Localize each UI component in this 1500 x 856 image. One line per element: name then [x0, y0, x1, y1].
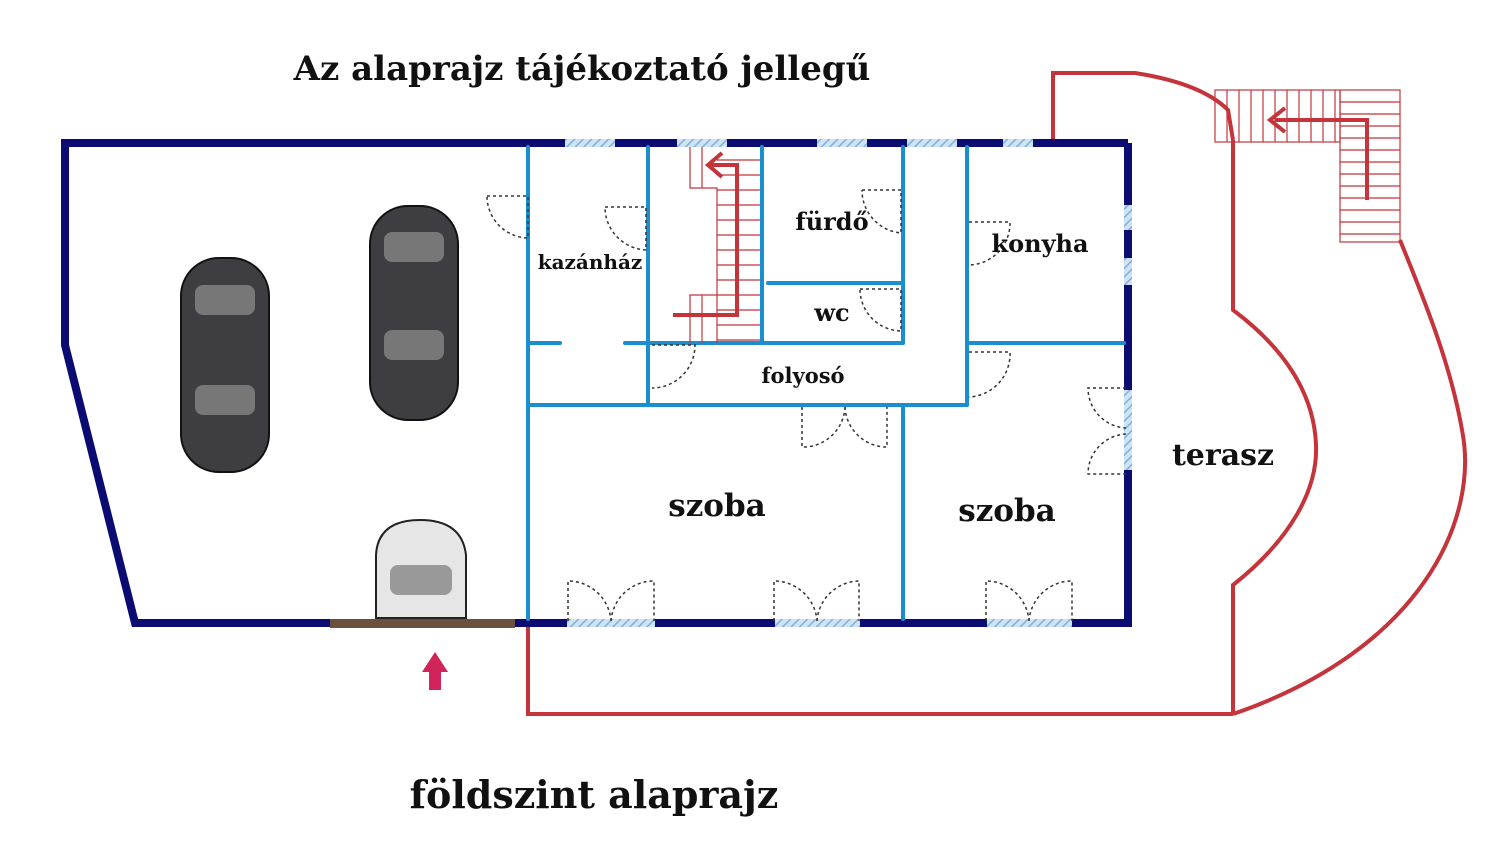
room-label-szoba: szoba: [668, 488, 766, 524]
room-label-terasz: terasz: [1172, 438, 1274, 473]
entry-arrow-icon[interactable]: [422, 652, 448, 690]
room-label-furdo: fürdő: [795, 207, 868, 236]
stairs-arrow-icon: [1275, 118, 1369, 200]
inner-walls: [526, 145, 1126, 621]
room-label-folyoso: folyosó: [761, 363, 844, 388]
arrowhead-icon: [1266, 106, 1287, 134]
page-title: Az alaprajz tájékoztató jellegű: [293, 49, 871, 89]
plan-caption: földszint alaprajz: [410, 772, 779, 817]
car-icon: [375, 518, 467, 619]
doors: [486, 189, 1127, 622]
outer-walls: [61, 139, 1132, 627]
room-label-szoba: szoba: [958, 493, 1056, 529]
windows: [565, 139, 1132, 627]
terrace-outline: [526, 71, 1467, 716]
room-label-wc: wc: [813, 298, 849, 327]
car-icon: [369, 205, 459, 421]
room-label-konyha: konyha: [991, 229, 1088, 258]
room-label-kazanhaz: kazánház: [538, 250, 643, 274]
car-icon: [180, 257, 270, 473]
terrace-stairs: [1214, 89, 1401, 243]
garage-door: [330, 619, 515, 628]
inner-stairs-arrow-icon: [673, 151, 739, 317]
